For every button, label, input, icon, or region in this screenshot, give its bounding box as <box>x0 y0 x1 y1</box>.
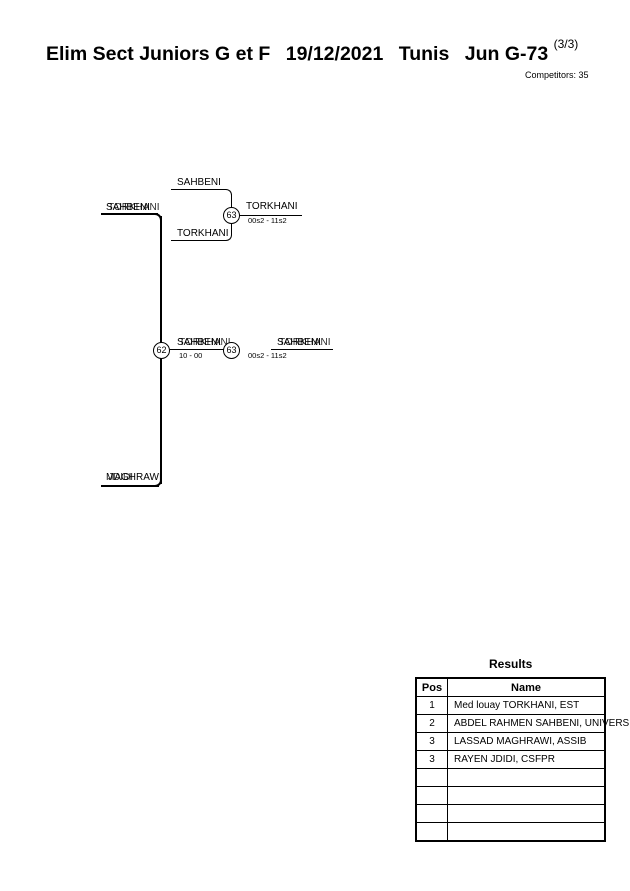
col-name-header: Name <box>447 677 606 697</box>
table-row: 1 Med louay TORKHANI, EST <box>415 696 606 715</box>
final-name-b: TORKHANI <box>279 337 331 348</box>
event-name: Elim Sect Juniors G et F <box>46 43 271 65</box>
left-bottom-name-a: MAGHRAWI <box>106 472 162 483</box>
mid-name-a: SAHBENI <box>177 337 221 348</box>
left-top-line <box>101 213 158 215</box>
upper-winner-line <box>238 215 302 216</box>
row-pos: 3 <box>415 750 448 769</box>
upper-bottom-name: TORKHANI <box>177 228 229 239</box>
row-pos: 2 <box>415 714 448 733</box>
table-row: 2 ABDEL RAHMEN SAHBENI, UNIVERS <box>415 714 630 733</box>
competitors-count: Competitors: 35 <box>525 70 589 80</box>
left-top-name-a: SAHBENI <box>106 202 150 213</box>
event-date: 19/12/2021 <box>285 43 384 65</box>
results-header-row: Pos Name <box>415 677 606 697</box>
left-top-name-b: TORKHANI <box>108 202 160 213</box>
upper-bottom-line <box>171 240 226 241</box>
upper-match-node: 63 <box>223 207 240 224</box>
mid-left-match-node: 62 <box>153 342 170 359</box>
event-place: Tunis <box>398 43 450 65</box>
final-name-a: SAHBENI <box>277 337 321 348</box>
final-line <box>271 349 333 350</box>
upper-winner-name: TORKHANI <box>246 201 298 212</box>
table-row-empty <box>415 804 606 823</box>
table-row-empty <box>415 822 606 842</box>
upper-top-line <box>171 189 226 190</box>
row-name: RAYEN JDIDI, CSFPR <box>454 754 555 765</box>
row-name: LASSAD MAGHRAWI, ASSIB <box>454 736 587 747</box>
mid-right-match-node: 63 <box>223 342 240 359</box>
upper-bottom-bracket <box>224 221 232 241</box>
table-row-empty <box>415 768 606 787</box>
upper-score: 00s2 - 11s2 <box>248 216 287 225</box>
row-pos: 1 <box>415 696 448 715</box>
results-table: Pos Name 1 Med louay TORKHANI, EST 2 ABD… <box>415 677 630 842</box>
mid-name-b: TORKHANI <box>179 337 231 348</box>
left-top-corner <box>150 213 162 225</box>
left-bottom-line <box>101 485 159 487</box>
event-category: Jun G-73 <box>464 43 549 65</box>
page-title: Elim Sect Juniors G et F 19/12/2021 Tuni… <box>46 37 578 66</box>
upper-top-bracket <box>224 189 232 210</box>
upper-top-name: SAHBENI <box>177 177 221 188</box>
col-pos-header: Pos <box>415 677 448 697</box>
row-name: ABDEL RAHMEN SAHBENI, UNIVERS <box>454 718 630 729</box>
final-score: 00s2 - 11s2 <box>248 351 287 360</box>
mid-score: 10 - 00 <box>179 351 203 360</box>
mid-line <box>170 349 224 350</box>
left-bottom-name-b: JDIDI <box>108 472 133 483</box>
page-indicator: (3/3) <box>553 37 579 51</box>
table-row: 3 LASSAD MAGHRAWI, ASSIB <box>415 732 606 751</box>
row-name: Med louay TORKHANI, EST <box>454 700 580 711</box>
row-pos: 3 <box>415 732 448 751</box>
table-row: 3 RAYEN JDIDI, CSFPR <box>415 750 606 769</box>
table-row-empty <box>415 786 606 805</box>
results-title: Results <box>489 657 533 671</box>
